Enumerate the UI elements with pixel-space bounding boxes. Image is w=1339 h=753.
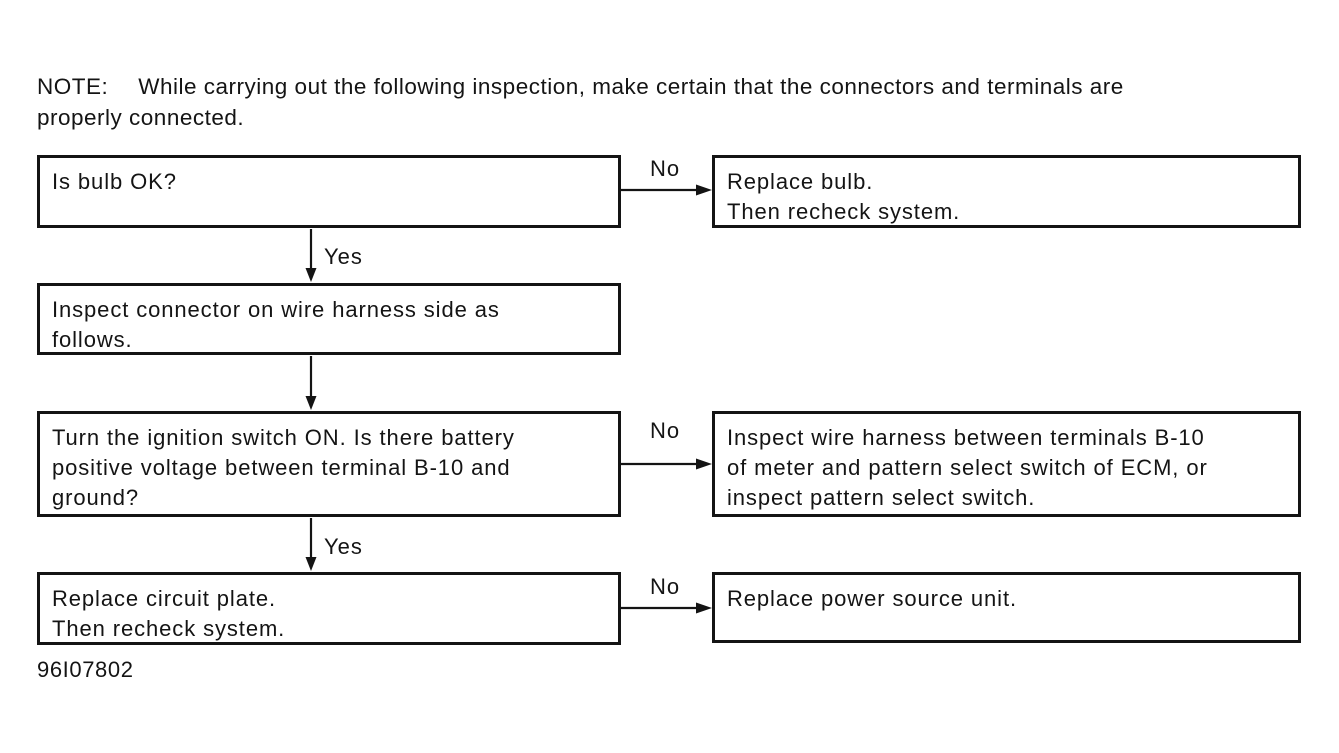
flow-box-text: Replace circuit plate. bbox=[52, 586, 277, 611]
flow-box-text: Then recheck system. bbox=[727, 199, 961, 224]
note-text-line2: properly connected. bbox=[37, 105, 245, 130]
arrow-no-circuit-plate bbox=[621, 602, 712, 614]
flow-box-text: Replace power source unit. bbox=[727, 586, 1017, 611]
flow-box-text: of meter and pattern select switch of EC… bbox=[727, 455, 1208, 480]
note-line-1: NOTE: While carrying out the following in… bbox=[37, 71, 1124, 102]
flow-box-text: inspect pattern select switch. bbox=[727, 485, 1036, 510]
edge-label-yes-1: Yes bbox=[324, 244, 363, 269]
flow-box-text: Is bulb OK? bbox=[52, 169, 177, 194]
flow-box-inspect-connector: Inspect connector on wire harness side a… bbox=[37, 283, 621, 355]
edge-label-yes-2: Yes bbox=[324, 534, 363, 559]
figure-code: 96I07802 bbox=[37, 657, 134, 682]
note-text-line1: While carrying out the following inspect… bbox=[138, 74, 1124, 99]
flow-box-replace-circuit-plate: Replace circuit plate. Then recheck syst… bbox=[37, 572, 621, 645]
flow-box-is-bulb-ok: Is bulb OK? bbox=[37, 155, 621, 228]
flow-box-inspect-harness: Inspect wire harness between terminals B… bbox=[712, 411, 1301, 517]
flow-box-text: follows. bbox=[52, 327, 133, 352]
note-label: NOTE: bbox=[37, 74, 109, 99]
edge-label-no-2: No bbox=[650, 418, 681, 443]
flow-box-text: Inspect wire harness between terminals B… bbox=[727, 425, 1205, 450]
edge-label-no-1: No bbox=[650, 156, 681, 181]
flow-box-text: Replace bulb. bbox=[727, 169, 874, 194]
arrow-yes-voltage bbox=[305, 518, 317, 571]
flow-box-replace-bulb: Replace bulb. Then recheck system. bbox=[712, 155, 1301, 228]
flow-box-text: positive voltage between terminal B-10 a… bbox=[52, 455, 511, 480]
flow-box-text: Turn the ignition switch ON. Is there ba… bbox=[52, 425, 515, 450]
edge-label-no-3: No bbox=[650, 574, 681, 599]
note: NOTE: While carrying out the following in… bbox=[37, 71, 1124, 133]
flow-box-text: ground? bbox=[52, 485, 140, 510]
flow-box-text: Then recheck system. bbox=[52, 616, 286, 641]
flow-box-ignition-voltage: Turn the ignition switch ON. Is there ba… bbox=[37, 411, 621, 517]
arrow-yes-bulb bbox=[305, 229, 317, 282]
flow-box-replace-power-source: Replace power source unit. bbox=[712, 572, 1301, 643]
arrow-no-voltage bbox=[621, 458, 712, 470]
arrow-no-bulb bbox=[621, 184, 712, 196]
flow-box-text: Inspect connector on wire harness side a… bbox=[52, 297, 500, 322]
arrow-inspect-connector-next bbox=[305, 356, 317, 410]
